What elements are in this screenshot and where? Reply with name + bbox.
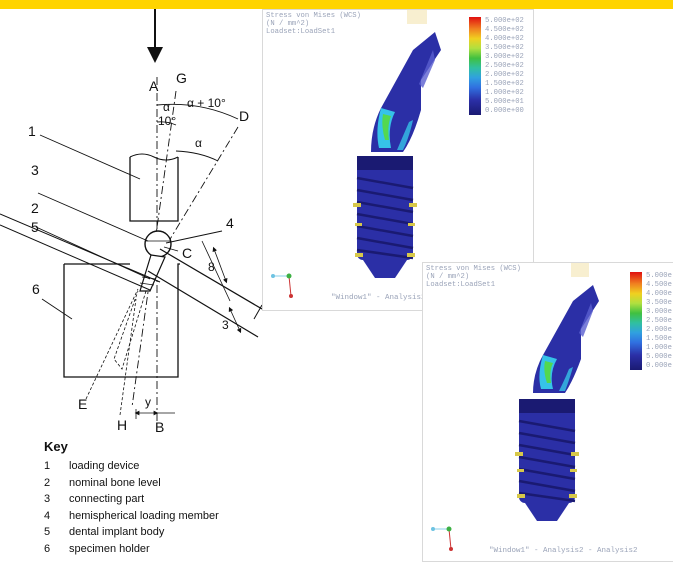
- top-color-bar: [0, 0, 673, 9]
- label-6: 6: [32, 281, 40, 297]
- test-setup-diagram: A G D α + 10° α 10° α 1 3 2 5 4 C 6 8 3 …: [0, 9, 262, 560]
- label-3: 3: [31, 162, 39, 178]
- label-alpha-top: α: [163, 100, 170, 114]
- label-A: A: [149, 78, 159, 94]
- color-scale-bar: [630, 272, 642, 370]
- loading-device: [129, 157, 179, 222]
- implant-model-1: [353, 10, 441, 278]
- label-ten-deg: 10°: [158, 114, 177, 128]
- axis-D: [157, 126, 239, 260]
- diagram-drawing: [0, 9, 262, 421]
- label-y: y: [145, 395, 151, 409]
- label-5: 5: [31, 219, 39, 235]
- label-B: B: [155, 419, 165, 435]
- label-alpha-plus: α + 10°: [187, 96, 226, 110]
- implant-body: [139, 254, 166, 292]
- label-4: 4: [226, 215, 234, 231]
- axis-G: [131, 90, 177, 408]
- nominal-bone-level: [0, 213, 161, 283]
- label-eight: 8: [208, 260, 215, 274]
- label-1: 1: [28, 123, 36, 139]
- specimen-holder: [63, 263, 180, 378]
- label-G: G: [176, 70, 187, 86]
- angle-arc-10: [156, 121, 177, 126]
- label-D: D: [239, 108, 250, 124]
- label-C: C: [182, 245, 193, 261]
- angle-arc-top: [156, 103, 239, 120]
- implant-model-2: [515, 263, 599, 521]
- label-alpha-mid: α: [195, 136, 202, 150]
- label-E: E: [78, 396, 88, 412]
- fea-panel-2: Stress von Mises (WCS) (N / mm^2) Loadse…: [422, 262, 673, 562]
- color-scale-bar: [469, 17, 481, 115]
- axis-triad-icon: [271, 273, 293, 298]
- panel-2-title: Stress von Mises (WCS) (N / mm^2) Loadse…: [426, 265, 521, 290]
- label-2: 2: [31, 200, 39, 216]
- fea-panel-1: Stress von Mises (WCS) (N / mm^2) Loadse…: [262, 9, 534, 311]
- label-H: H: [117, 417, 128, 433]
- panel-2-window-label: "Window1" - Analysis2 - Analysis2: [489, 547, 638, 555]
- key-title: Key: [44, 439, 68, 454]
- panel-1-title: Stress von Mises (WCS) (N / mm^2) Loadse…: [266, 12, 361, 37]
- label-three: 3: [222, 318, 229, 332]
- angle-arc-mid: [175, 150, 219, 162]
- panel-1-window-label: "Window1" - Analysis2: [331, 294, 426, 302]
- axis-triad-icon: [431, 526, 453, 551]
